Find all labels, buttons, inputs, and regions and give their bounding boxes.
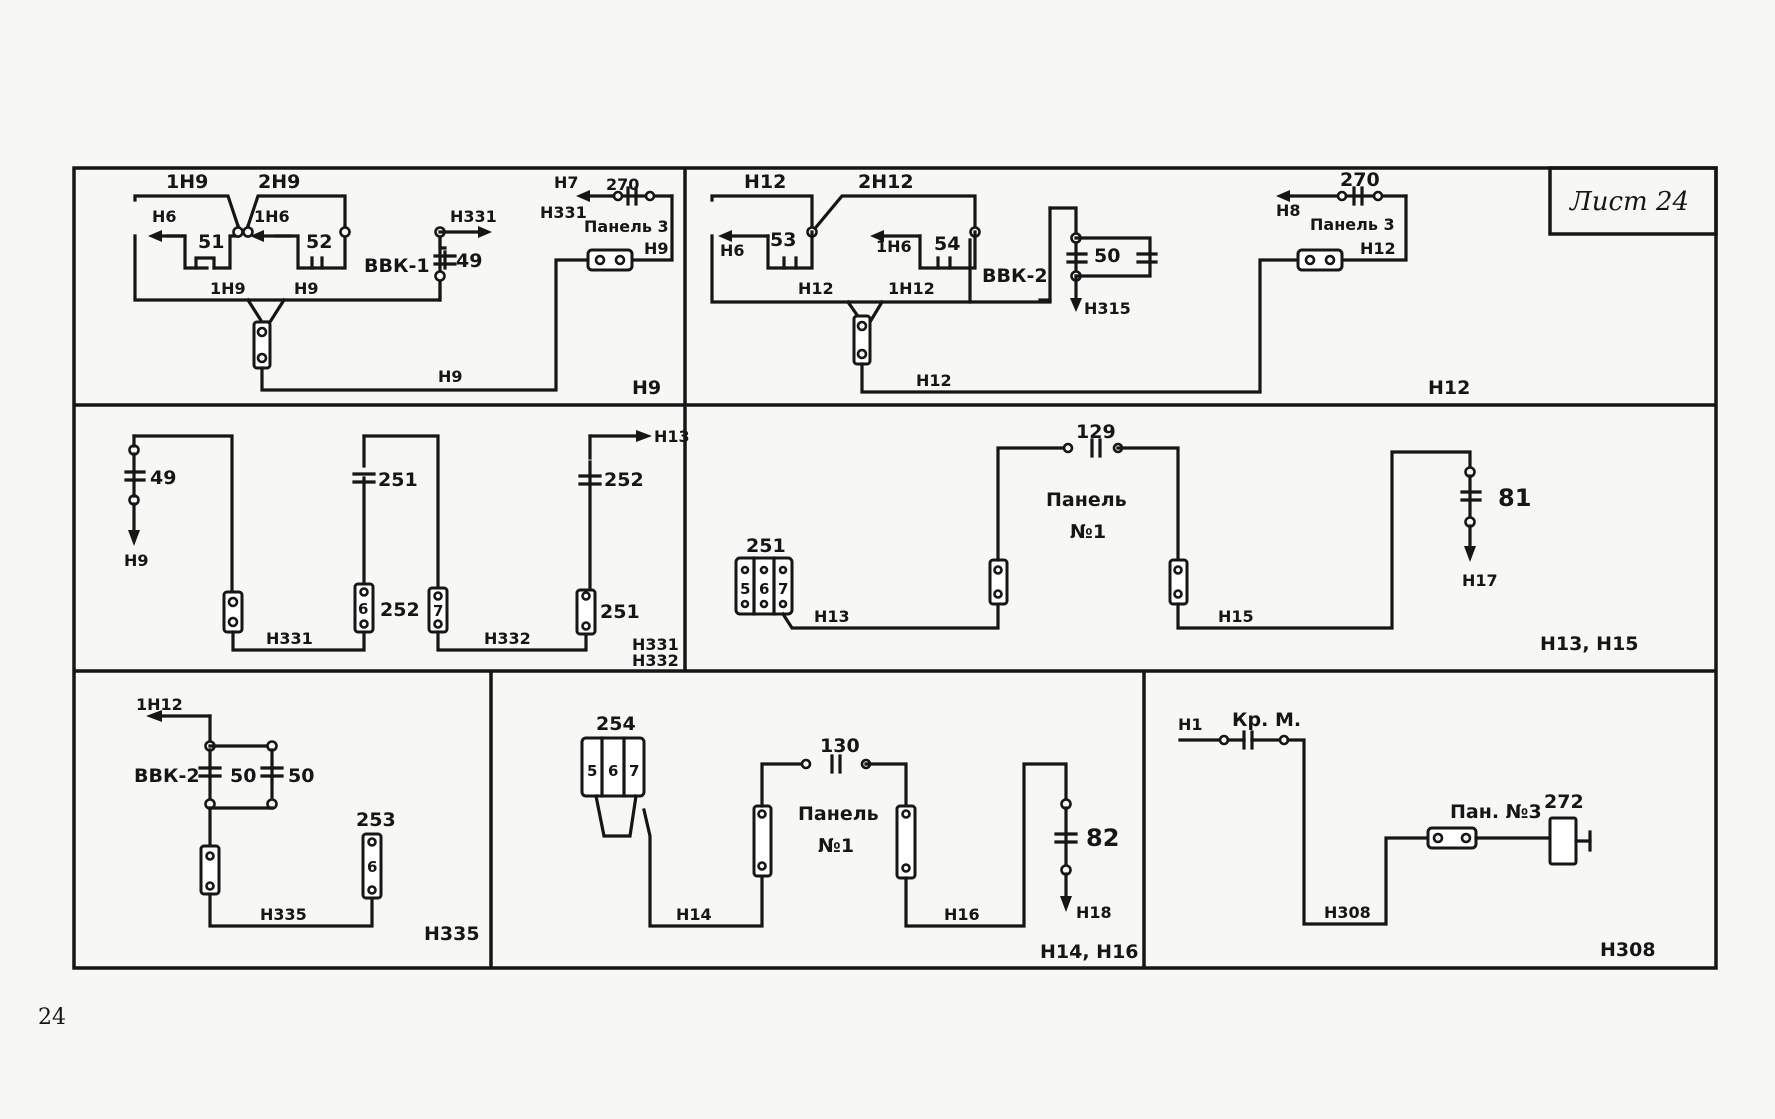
- panel-label-b: Панель: [798, 803, 879, 825]
- contact-49-label-b: 49: [150, 467, 176, 489]
- panel-h13-h15-footer: Н13, Н15: [1540, 633, 1639, 655]
- label-h332-wire: Н332: [484, 629, 531, 648]
- label-h1: Н1: [1178, 715, 1203, 734]
- contact-82-label: 82: [1086, 824, 1119, 852]
- contact-52-label: 52: [306, 231, 332, 253]
- label-h6-b: Н6: [720, 241, 745, 260]
- panel-3-label: Панель 3: [584, 217, 669, 236]
- label-h331: Н331: [450, 207, 497, 226]
- device-252-label: 252: [380, 599, 420, 621]
- panel-h13-h15: 5 6 7 251 129 Панель №1 81: [734, 421, 1639, 655]
- diagram-frame: [72, 166, 1718, 970]
- panel-h335: 6 1Н12 ВВК-2 50 50 253 Н335 Н335: [134, 695, 480, 945]
- label-h308-wire: Н308: [1324, 903, 1371, 922]
- contact-53-label: 53: [770, 229, 796, 251]
- contact-50-label-c: 50: [288, 765, 314, 787]
- contact-270-label-b: 270: [1340, 169, 1380, 191]
- device-251-label: 251: [600, 601, 640, 623]
- contact-50-label-b: 50: [230, 765, 256, 787]
- panel-h12-footer: Н12: [1428, 377, 1470, 399]
- label-h9-relay: Н9: [644, 239, 669, 258]
- label-h15-wire: Н15: [1218, 607, 1254, 626]
- panel-h335-footer: Н335: [424, 923, 480, 945]
- device-272-label: 272: [1544, 791, 1584, 813]
- switch-vvk2-label-b: ВВК-2: [134, 765, 200, 787]
- label-h6: Н6: [152, 207, 177, 226]
- panel-h331-footer: Н331: [632, 635, 679, 654]
- label-h12: Н12: [744, 171, 786, 193]
- panel-number-label: №1: [1070, 521, 1106, 543]
- terminal-digit: 6: [367, 858, 377, 876]
- panel-3-label-b: Панель 3: [1310, 215, 1395, 234]
- sheet-label-box: Лист 24: [1548, 166, 1718, 236]
- sheet-label: Лист 24: [1568, 187, 1689, 217]
- terminal-digit: 6: [358, 600, 368, 618]
- contact-50-label: 50: [1094, 245, 1120, 267]
- label-1h9-bottom: 1Н9: [210, 279, 246, 298]
- contact-251-label: 251: [378, 469, 418, 491]
- label-h17: Н17: [1462, 571, 1498, 590]
- label-h14-wire: Н14: [676, 905, 712, 924]
- label-h331-b: Н331: [540, 203, 587, 222]
- terminal-digit: 7: [778, 580, 788, 598]
- contact-49-label: 49: [456, 250, 482, 272]
- switch-vvk2-label: ВВК-2: [982, 265, 1048, 287]
- label-h9-wire: Н9: [438, 367, 463, 386]
- contact-54-label: 54: [934, 233, 960, 255]
- panel-h331-h332: 6 49 Н9 251 Н13 252 252 Н331 7 Н332 251 …: [124, 427, 690, 670]
- label-h8: Н8: [1276, 201, 1301, 220]
- device-7-label: 7: [433, 602, 443, 620]
- label-1h9: 1Н9: [166, 171, 208, 193]
- label-h7: Н7: [554, 173, 579, 192]
- label-h13-arrow: Н13: [654, 427, 690, 446]
- panel-h9: 1Н9 2Н9 Н6 51 1Н6 52 ВВК-1 Н331 49 Н7 27…: [133, 171, 674, 399]
- contact-252-label: 252: [604, 469, 644, 491]
- panel-h14-h16: 5 6 7 254 130 Панель №1 82 Н18 Н14 Н16 Н…: [580, 713, 1139, 963]
- terminal-digit: 5: [587, 762, 597, 780]
- label-h331-wire: Н331: [266, 629, 313, 648]
- panel-h308-footer: Н308: [1600, 939, 1656, 961]
- contact-51-label: 51: [198, 231, 224, 253]
- label-h9-bottom: Н9: [294, 279, 319, 298]
- label-h12-relay: Н12: [1360, 239, 1396, 258]
- contact-81-label: 81: [1498, 484, 1531, 512]
- contact-270-label: 270: [606, 175, 639, 194]
- label-1h6-b: 1Н6: [876, 237, 912, 256]
- label-2h9: 2Н9: [258, 171, 300, 193]
- panel-h332-footer: Н332: [632, 651, 679, 670]
- panel-h308: Н1 Кр. М. Пан. №3 272 Н308 Н308: [1178, 709, 1656, 961]
- panel-h12: Н12 2Н12 Н6 53 1Н6 54 ВВК-2 50 Н315 270 …: [710, 169, 1470, 399]
- label-h16-wire: Н16: [944, 905, 980, 924]
- label-h12-wire: Н12: [916, 371, 952, 390]
- label-h12-left: Н12: [798, 279, 834, 298]
- terminal-digit: 7: [629, 762, 639, 780]
- label-1h12: 1Н12: [888, 279, 935, 298]
- label-2h12: 2Н12: [858, 171, 914, 193]
- terminal-digit: 6: [759, 580, 769, 598]
- panel-h14-h16-footer: Н14, Н16: [1040, 941, 1139, 963]
- contact-130-label: 130: [820, 735, 860, 757]
- terminal-digit: 5: [740, 580, 750, 598]
- panel-number-label-b: №1: [818, 835, 854, 857]
- terminal-251-label: 251: [746, 535, 786, 557]
- panel-label: Панель: [1046, 489, 1127, 511]
- label-h9-c: Н9: [124, 551, 149, 570]
- crane-motor-label: Кр. М.: [1232, 709, 1301, 731]
- switch-vvk1-label: ВВК-1: [364, 255, 430, 277]
- panel-h9-footer: Н9: [632, 377, 661, 399]
- label-1h12-b: 1Н12: [136, 695, 183, 714]
- terminal-254-label: 254: [596, 713, 636, 735]
- label-h18: Н18: [1076, 903, 1112, 922]
- label-h335-wire: Н335: [260, 905, 307, 924]
- label-h13-wire: Н13: [814, 607, 850, 626]
- page-number: 24: [38, 1005, 66, 1030]
- panel-3-label-c: Пан. №3: [1450, 801, 1542, 823]
- contact-129-label: 129: [1076, 421, 1116, 443]
- device-253-label: 253: [356, 809, 396, 831]
- label-h315: Н315: [1084, 299, 1131, 318]
- label-1h6: 1Н6: [254, 207, 290, 226]
- terminal-digit: 6: [608, 762, 618, 780]
